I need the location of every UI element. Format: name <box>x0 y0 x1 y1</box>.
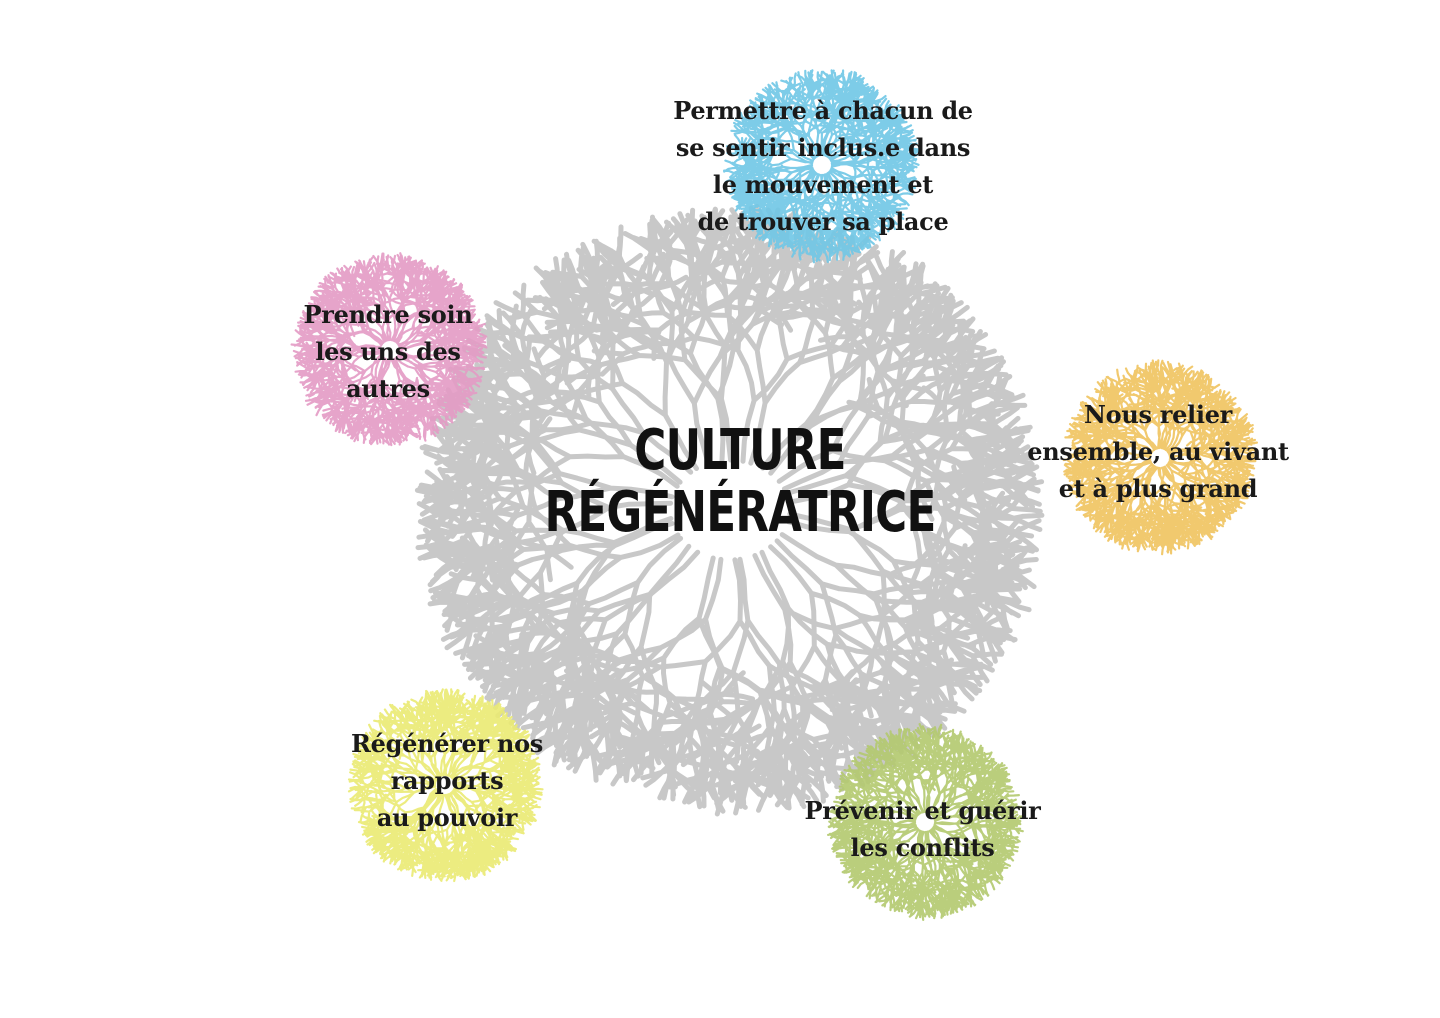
theme-conflict-label: Prévenir et guérir les conflits <box>780 792 1065 866</box>
theme-power-line-1: Régénérer nos <box>351 729 543 758</box>
gray-branches <box>414 203 1045 817</box>
theme-conflict-line-2: les conflits <box>850 833 995 862</box>
theme-inclusion-label: Permettre à chacun de se sentir inclus.e… <box>623 92 1023 240</box>
theme-blobs <box>290 69 1258 921</box>
theme-conflict-line-1: Prévenir et guérir <box>804 796 1041 825</box>
theme-power-label: Régénérer nos rapports au pouvoir <box>322 725 572 836</box>
theme-connect-line-3: et à plus grand <box>1058 474 1258 503</box>
theme-care-line-2: les uns des <box>315 337 461 366</box>
theme-blob-conflict <box>826 723 1025 921</box>
central-title-line-2: RÉGÉNÉRATRICE <box>544 480 936 545</box>
theme-blob-power <box>347 688 544 883</box>
theme-power-line-2: rapports <box>390 766 504 795</box>
theme-care-label: Prendre soin les uns des autres <box>268 296 508 407</box>
theme-care-line-3: autres <box>346 374 430 403</box>
theme-blob-care <box>290 252 488 447</box>
theme-inclusion-line-4: de trouver sa place <box>697 207 949 236</box>
theme-inclusion-line-2: se sentir inclus.e dans <box>675 133 971 162</box>
theme-blob-inclusion <box>723 69 920 264</box>
theme-connect-line-1: Nous relier <box>1083 400 1233 429</box>
theme-power-line-3: au pouvoir <box>376 803 518 832</box>
theme-inclusion-line-1: Permettre à chacun de <box>673 96 973 125</box>
theme-connect-line-2: ensemble, au vivant <box>1027 437 1289 466</box>
central-title: CULTURE RÉGÉNÉRATRICE <box>506 420 974 544</box>
theme-care-line-1: Prendre soin <box>303 300 473 329</box>
central-root-network <box>414 203 1045 817</box>
theme-blob-connect <box>1062 359 1258 556</box>
theme-inclusion-line-3: le mouvement et <box>712 170 934 199</box>
central-title-line-1: CULTURE <box>634 418 846 483</box>
theme-connect-label: Nous relier ensemble, au vivant et à plu… <box>1008 396 1308 507</box>
